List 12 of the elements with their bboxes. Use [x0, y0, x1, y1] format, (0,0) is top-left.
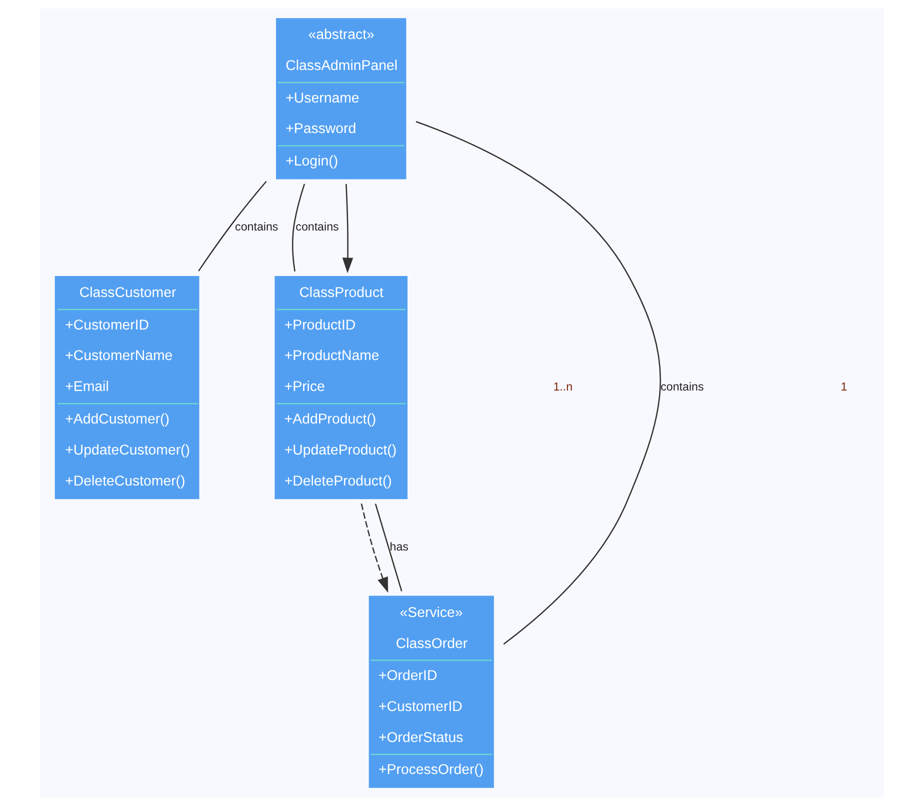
edge-label: contains: [296, 220, 339, 234]
arrow: [360, 503, 388, 593]
label: 1: [840, 380, 848, 394]
arrow: [342, 184, 354, 274]
edge-label: contains: [235, 220, 278, 234]
edge-label: has: [390, 540, 408, 554]
connector: [374, 504, 402, 592]
edge-label: contains: [660, 380, 704, 394]
connector: [198, 180, 267, 272]
connector: [292, 184, 306, 272]
label: 1..n: [553, 380, 573, 394]
connector: [416, 121, 661, 645]
